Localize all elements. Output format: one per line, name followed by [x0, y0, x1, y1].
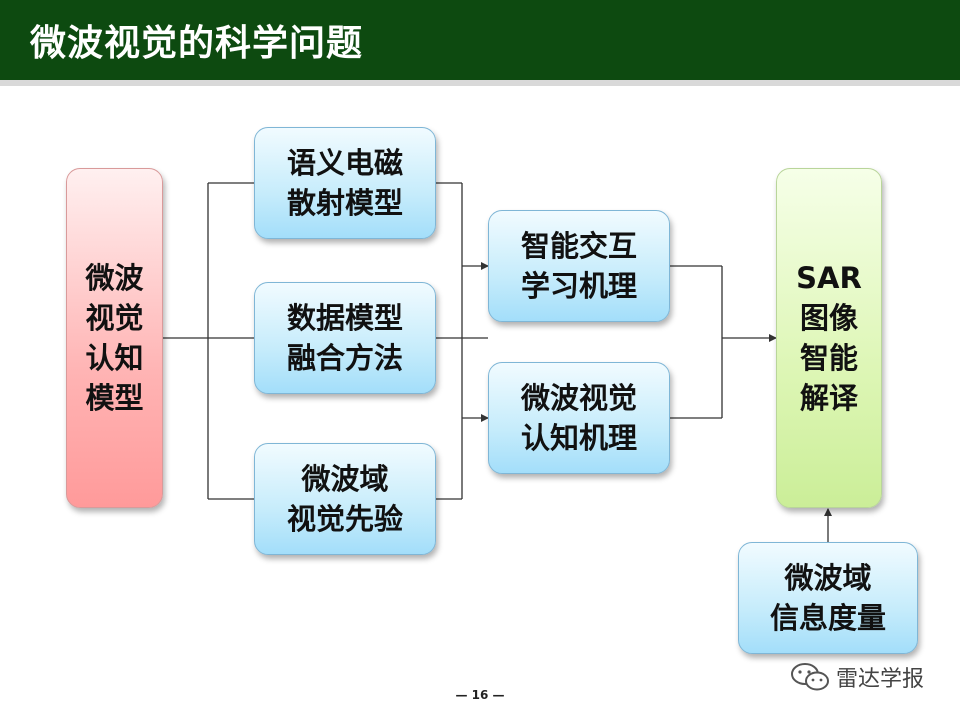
header-bar: 微波视觉的科学问题 — [0, 0, 960, 80]
header-divider — [0, 80, 960, 86]
scattering-model-label: 语义电磁 散射模型 — [286, 146, 403, 220]
info-metric-box: 微波域 信息度量 — [738, 542, 918, 654]
watermark: 雷达学报 — [790, 660, 924, 694]
wechat-icon — [791, 663, 829, 691]
interaction-mechanism-label: 智能交互 学习机理 — [520, 229, 637, 303]
watermark-text: 雷达学报 — [836, 667, 925, 692]
page-number: — 16 — — [455, 688, 505, 702]
fusion-method-label: 数据模型 融合方法 — [286, 301, 403, 375]
visual-prior-label: 微波域 视觉先验 — [286, 462, 403, 536]
info-metric-label: 微波域 信息度量 — [769, 561, 886, 635]
page-title: 微波视觉的科学问题 — [30, 23, 364, 64]
sar-interpretation-label: SAR 图像 智能 解译 — [796, 261, 862, 415]
fusion-method-box: 数据模型 融合方法 — [254, 282, 436, 394]
cognition-mechanism-box: 微波视觉 认知机理 — [488, 362, 670, 474]
cognition-mechanism-label: 微波视觉 认知机理 — [520, 381, 637, 455]
cognition-model-label: 微波 视觉 认知 模型 — [85, 261, 144, 415]
interaction-mechanism-box: 智能交互 学习机理 — [488, 210, 670, 322]
visual-prior-box: 微波域 视觉先验 — [254, 443, 436, 555]
scattering-model-box: 语义电磁 散射模型 — [254, 127, 436, 239]
sar-interpretation-box: SAR 图像 智能 解译 — [776, 168, 882, 508]
cognition-model-box: 微波 视觉 认知 模型 — [66, 168, 163, 508]
